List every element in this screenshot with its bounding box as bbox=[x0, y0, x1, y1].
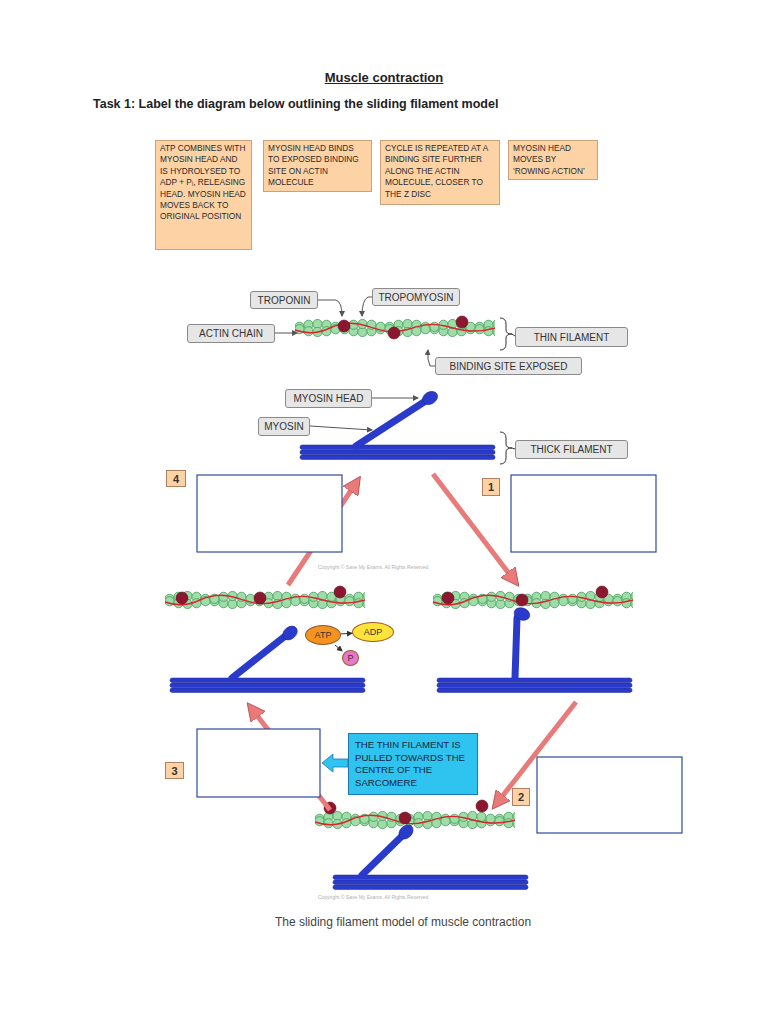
node-text: MYOSIN HEAD BINDS TO EXPOSED BINDING SIT… bbox=[268, 143, 367, 189]
myosin-head bbox=[512, 606, 531, 623]
blank-answer-box bbox=[537, 757, 682, 833]
myosin-stalks bbox=[232, 402, 517, 875]
myosin-head bbox=[396, 822, 416, 842]
leader-line bbox=[318, 300, 342, 316]
brackets bbox=[500, 318, 515, 464]
myosin-head bbox=[420, 389, 440, 407]
answer-option-box: MYOSIN HEAD BINDS TO EXPOSED BINDING SIT… bbox=[263, 140, 372, 192]
node-text: MYOSIN HEAD MOVES BY ‘ROWING ACTION’ bbox=[513, 143, 593, 177]
phosphate-molecule: P bbox=[342, 650, 359, 666]
troponin-blob bbox=[476, 800, 488, 812]
node-text: 2 bbox=[518, 791, 524, 803]
myosin-stalk bbox=[356, 402, 424, 446]
part-label: THIN FILAMENT bbox=[515, 327, 628, 347]
node-text: ATP COMBINES WITH MYOSIN HEAD AND IS HYD… bbox=[160, 143, 247, 223]
node-text: 4 bbox=[173, 473, 179, 485]
node-text: BINDING SITE EXPOSED bbox=[450, 361, 568, 372]
reaction-arrow bbox=[341, 633, 352, 635]
step-number: 2 bbox=[512, 788, 530, 806]
node-text: ATP bbox=[315, 630, 332, 640]
troponin-blob bbox=[388, 327, 400, 339]
node-text: TROPOMYOSIN bbox=[378, 292, 453, 303]
reaction-arrow bbox=[335, 645, 342, 651]
figure-caption: The sliding filament model of muscle con… bbox=[233, 915, 573, 929]
myosin-head bbox=[280, 623, 300, 642]
troponin-blob bbox=[176, 592, 188, 604]
node-text: MYOSIN HEAD bbox=[293, 393, 363, 404]
leader-line bbox=[275, 333, 297, 334]
watermark: Copyright © Save My Exams. All Rights Re… bbox=[318, 564, 438, 570]
troponin-group bbox=[176, 316, 608, 824]
part-label: MYOSIN bbox=[258, 417, 310, 436]
task-instruction: Task 1: Label the diagram below outlinin… bbox=[93, 97, 713, 111]
step-number: 3 bbox=[165, 762, 184, 779]
thick-filament bbox=[170, 678, 365, 693]
troponin-blob bbox=[456, 316, 468, 328]
node-text: ACTIN CHAIN bbox=[199, 328, 263, 339]
myosin-stalk bbox=[362, 837, 401, 875]
step-number: 1 bbox=[482, 478, 500, 496]
node-text: ADP bbox=[364, 627, 383, 637]
thick-bracket bbox=[500, 432, 512, 464]
atp-molecule: ATP bbox=[305, 625, 341, 645]
node-text: MYOSIN bbox=[264, 421, 303, 432]
troponin-blob bbox=[254, 592, 266, 604]
leader-line bbox=[362, 297, 372, 316]
blank-answer-box bbox=[197, 729, 320, 797]
watermark: Copyright © Save My Exams. All Rights Re… bbox=[318, 894, 438, 900]
thin-filament bbox=[315, 810, 515, 830]
leader-lines bbox=[275, 297, 435, 430]
node-text: THIN FILAMENT bbox=[534, 332, 610, 343]
adp-molecule: ADP bbox=[352, 622, 394, 642]
part-label: BINDING SITE EXPOSED bbox=[435, 357, 582, 375]
myosin-stalk bbox=[232, 637, 284, 678]
node-text: CYCLE IS REPEATED AT A BINDING SITE FURT… bbox=[385, 143, 495, 200]
node-text: THE THIN FILAMENT IS PULLED TOWARDS THE … bbox=[355, 739, 471, 789]
troponin-blob bbox=[334, 586, 346, 598]
cycle-arrow bbox=[433, 474, 514, 580]
part-label: TROPONIN bbox=[250, 291, 318, 309]
answer-option-box: MYOSIN HEAD MOVES BY ‘ROWING ACTION’ bbox=[508, 140, 598, 180]
myosin-stalk bbox=[515, 618, 517, 678]
page-title: Muscle contraction bbox=[0, 70, 768, 85]
pull-arrow bbox=[322, 754, 348, 772]
node-text: 1 bbox=[488, 481, 494, 493]
part-label: MYOSIN HEAD bbox=[285, 389, 372, 408]
troponin-blob bbox=[442, 592, 454, 604]
answer-option-box: ATP COMBINES WITH MYOSIN HEAD AND IS HYD… bbox=[155, 140, 252, 250]
part-label: ACTIN CHAIN bbox=[187, 324, 275, 343]
thick-filament bbox=[437, 678, 632, 693]
thick-filament bbox=[300, 445, 495, 460]
answer-blanks bbox=[197, 475, 682, 833]
process-note-box: THE THIN FILAMENT IS PULLED TOWARDS THE … bbox=[348, 733, 478, 795]
blank-answer-box bbox=[197, 475, 342, 552]
part-label: THICK FILAMENT bbox=[515, 440, 628, 459]
part-label: TROPOMYOSIN bbox=[372, 288, 460, 306]
leader-line bbox=[428, 350, 435, 366]
troponin-blob bbox=[399, 812, 411, 824]
node-text: P bbox=[347, 653, 353, 663]
answer-option-box: CYCLE IS REPEATED AT A BINDING SITE FURT… bbox=[380, 140, 500, 205]
leader-line bbox=[372, 398, 418, 399]
troponin-blob bbox=[338, 320, 350, 332]
node-text: 3 bbox=[171, 765, 177, 777]
leader-line bbox=[310, 426, 372, 430]
troponin-blob bbox=[596, 586, 608, 598]
thin-bracket bbox=[500, 318, 512, 350]
step-number: 4 bbox=[166, 470, 186, 487]
node-text: TROPONIN bbox=[258, 295, 311, 306]
node-text: THICK FILAMENT bbox=[530, 444, 612, 455]
troponin-blob bbox=[516, 594, 528, 606]
blank-answer-box bbox=[511, 475, 656, 552]
